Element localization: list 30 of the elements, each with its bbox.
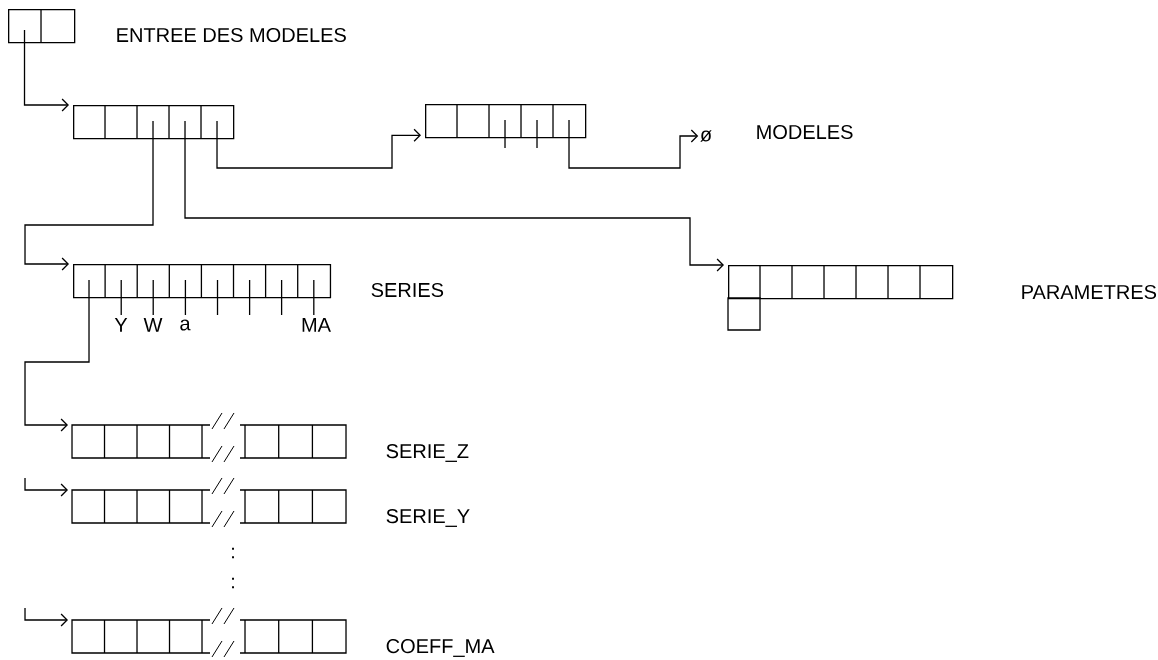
ellipsis-dot: : (232, 577, 234, 589)
cell-label: W (143, 318, 163, 332)
arrow (24, 279, 90, 432)
structure-label: SERIE_Y (386, 509, 470, 527)
structure-label: ENTREE DES MODELES (117, 27, 346, 43)
array-box (8, 8, 76, 44)
array-box (73, 104, 235, 140)
broken-array-box (71, 412, 347, 463)
arrow (23, 29, 69, 112)
arrow (24, 607, 68, 627)
arrow (24, 120, 154, 271)
structure-label: COEFF_MA (386, 639, 495, 657)
array-box (73, 263, 332, 316)
structure-label: MODELES (757, 124, 853, 140)
null-symbol: ø (700, 130, 712, 142)
cell-label: a (180, 319, 191, 331)
cell-label: Y (114, 318, 128, 332)
structure-label: SERIES (371, 282, 444, 298)
broken-array-box (71, 607, 347, 658)
arrow (184, 120, 724, 272)
broken-array-box (71, 477, 347, 528)
arrow (568, 119, 699, 169)
array-box (727, 264, 954, 331)
structure-label: PARAMETRES (1022, 284, 1157, 300)
array-box (425, 103, 587, 149)
arrow (216, 120, 421, 169)
ellipsis-dot: : (232, 547, 234, 559)
arrow (24, 477, 68, 497)
structure-label: SERIE_Z (386, 444, 469, 462)
cell-label: MA (302, 318, 331, 332)
